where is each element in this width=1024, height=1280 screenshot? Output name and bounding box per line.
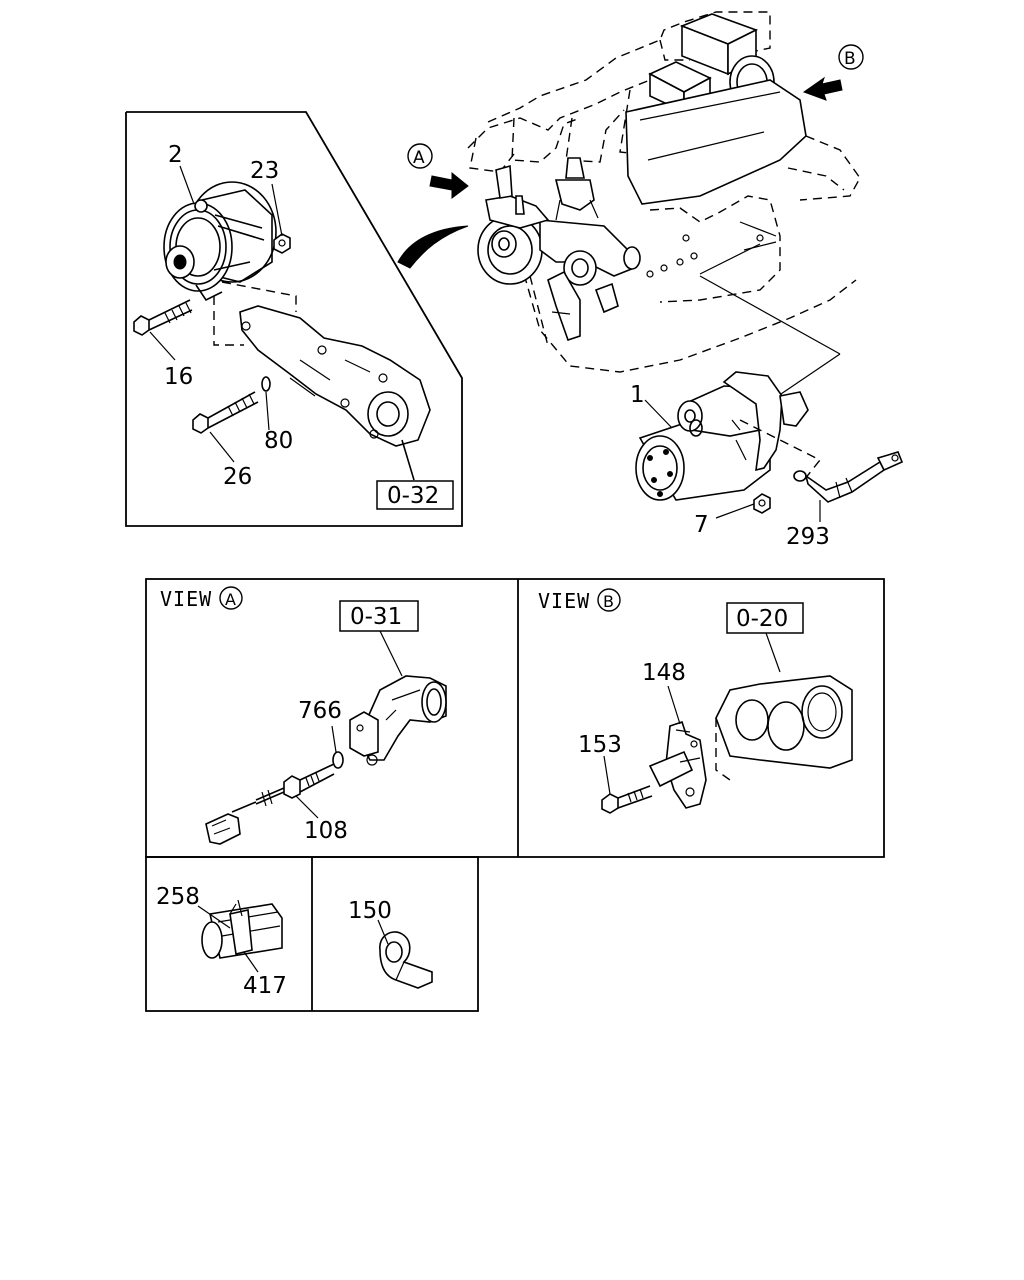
starter-illustration xyxy=(635,371,822,501)
callout-108: 108 xyxy=(304,818,348,844)
clip-258-417-illustration xyxy=(201,899,283,959)
ref-box-0-20 xyxy=(726,602,804,634)
callout-23: 23 xyxy=(250,158,279,184)
nut-7-illustration xyxy=(753,493,771,514)
view-a-title: VIEW xyxy=(160,587,212,611)
callout-258: 258 xyxy=(156,884,200,910)
view-b-title-letter: B xyxy=(603,592,614,611)
bracket-148-illustration xyxy=(648,720,707,809)
ref-label-0-31: 0-31 xyxy=(350,604,402,630)
callout-153: 153 xyxy=(578,732,622,758)
callout-16: 16 xyxy=(164,364,193,390)
view-b-section: VIEW B 0-20 xyxy=(538,588,853,814)
callout-80: 80 xyxy=(264,428,293,454)
view-a-arrow-letter: A xyxy=(413,148,425,168)
manifold-flange-illustration xyxy=(715,675,853,781)
callout-293: 293 xyxy=(786,524,830,550)
clamp-150-illustration xyxy=(379,931,433,989)
cable-293-illustration xyxy=(793,451,904,503)
callout-7: 7 xyxy=(694,512,709,538)
ref-label-0-32: 0-32 xyxy=(387,483,439,509)
bolt-26-illustration xyxy=(192,391,259,434)
bolt-153-illustration xyxy=(601,785,653,814)
view-b-title: VIEW xyxy=(538,589,590,613)
callout-1: 1 xyxy=(630,382,645,408)
ref-label-0-20: 0-20 xyxy=(736,606,788,632)
views-panel: VIEW A 0-31 766 xyxy=(145,578,885,858)
clips-panel: 258 417 150 xyxy=(145,856,479,1012)
alternator-illustration xyxy=(163,181,277,302)
alternator-inset: 2 23 16 80 26 0-32 xyxy=(125,111,463,527)
callout-148: 148 xyxy=(642,660,686,686)
sensor-108-illustration xyxy=(205,763,335,845)
callout-26: 26 xyxy=(223,464,252,490)
callout-2: 2 xyxy=(168,142,183,168)
engine-illustration xyxy=(467,11,861,397)
ref-box-0-31 xyxy=(339,600,419,632)
view-a-arrow: A xyxy=(407,143,469,199)
callout-766: 766 xyxy=(298,698,342,724)
alternator-bracket-illustration xyxy=(213,281,431,481)
callout-417: 417 xyxy=(243,973,287,999)
washer-766-illustration xyxy=(332,751,344,769)
callout-150: 150 xyxy=(348,898,392,924)
view-b-arrow-letter: B xyxy=(844,49,856,69)
inset-pointer-arrow xyxy=(397,225,469,269)
washer-80-illustration xyxy=(261,376,271,392)
view-b-arrow: B xyxy=(802,44,864,101)
view-a-title-letter: A xyxy=(225,590,236,609)
ref-box-0-32: 0-32 xyxy=(376,480,454,510)
view-a-section: VIEW A 0-31 766 xyxy=(160,586,447,845)
bolt-16-illustration xyxy=(133,299,193,336)
